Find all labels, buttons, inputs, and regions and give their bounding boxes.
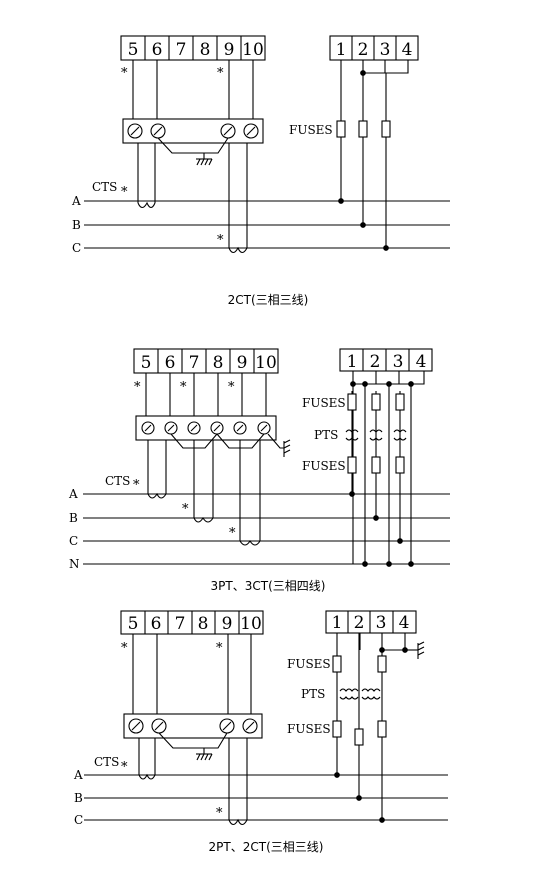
phase-b-label: B <box>72 218 81 232</box>
terminal-9: 9 <box>237 353 248 373</box>
terminal-4: 4 <box>402 40 413 60</box>
polarity-mark: * <box>121 66 128 81</box>
terminal-6: 6 <box>152 40 163 60</box>
terminal-5: 5 <box>141 353 152 373</box>
terminal-7: 7 <box>176 40 187 60</box>
polarity-mark: * <box>182 502 189 517</box>
terminal-10: 10 <box>242 40 264 60</box>
fuses-label: FUSES <box>287 722 331 736</box>
phase-c-label: C <box>74 813 83 827</box>
terminal-7: 7 <box>175 614 186 634</box>
phase-a-label: A <box>71 194 81 208</box>
pts-label: PTS <box>301 687 325 701</box>
phase-b-label: B <box>69 511 78 525</box>
caption-3pt-3ct: 3PT、3CT(三相四线) <box>211 579 326 593</box>
pt-coils-3 <box>345 429 407 441</box>
phase-a-label: A <box>73 768 83 782</box>
cts-label: CTS <box>105 474 130 488</box>
terminal-7: 7 <box>189 353 200 373</box>
diagram-3pt-3ct <box>83 348 450 567</box>
ground-symbol-2 <box>283 439 291 457</box>
voltage-terminal-block <box>339 348 433 372</box>
polarity-mark: * <box>133 478 140 493</box>
pts-label: PTS <box>314 428 338 442</box>
cts-label: CTS <box>94 755 119 769</box>
terminal-5: 5 <box>128 614 139 634</box>
screw-block <box>123 713 263 739</box>
terminal-10: 10 <box>255 353 277 373</box>
polarity-mark: * <box>121 760 128 775</box>
phase-n-label: N <box>69 557 80 571</box>
terminal-8: 8 <box>213 353 224 373</box>
fuses-label: FUSES <box>302 459 346 473</box>
terminal-4: 4 <box>416 352 427 372</box>
polarity-mark: * <box>121 185 128 200</box>
terminal-1: 1 <box>347 352 358 372</box>
meter-terminal-block <box>120 610 264 635</box>
terminal-6: 6 <box>165 353 176 373</box>
polarity-mark: * <box>134 380 141 395</box>
ground-symbol-4 <box>417 641 425 659</box>
polarity-mark: * <box>217 66 224 81</box>
fuses-label: FUSES <box>287 657 331 671</box>
polarity-mark: * <box>121 641 128 656</box>
voltage-terminal-block <box>325 610 417 634</box>
phase-a-label: A <box>68 487 78 501</box>
terminal-9: 9 <box>222 614 233 634</box>
terminal-3: 3 <box>376 613 387 633</box>
phase-c-label: C <box>72 241 81 255</box>
ground-symbol-1 <box>196 153 213 166</box>
pt-coils-2 <box>339 688 381 700</box>
diagram-2pt-2ct <box>84 610 448 826</box>
terminal-1: 1 <box>336 40 347 60</box>
voltage-terminal-block <box>329 35 419 61</box>
terminal-5: 5 <box>128 40 139 60</box>
caption-2pt-2ct: 2PT、2CT(三相三线) <box>209 840 324 854</box>
phase-c-label: C <box>69 534 78 548</box>
meter-terminal-block <box>120 35 266 61</box>
terminal-9: 9 <box>224 40 235 60</box>
terminal-8: 8 <box>198 614 209 634</box>
fuses-label: FUSES <box>302 396 346 410</box>
polarity-mark: * <box>180 380 187 395</box>
fuses-label: FUSES <box>289 123 333 137</box>
polarity-mark: * <box>217 233 224 248</box>
terminal-6: 6 <box>151 614 162 634</box>
screw-block <box>135 415 277 441</box>
terminal-2: 2 <box>354 613 365 633</box>
cts-label: CTS <box>92 180 117 194</box>
terminal-8: 8 <box>200 40 211 60</box>
polarity-mark: * <box>216 641 223 656</box>
terminal-2: 2 <box>370 352 381 372</box>
polarity-mark: * <box>216 806 223 821</box>
meter-terminal-block <box>133 348 279 374</box>
phase-b-label: B <box>74 791 83 805</box>
terminal-3: 3 <box>393 352 404 372</box>
terminal-3: 3 <box>380 40 391 60</box>
terminal-10: 10 <box>240 614 262 634</box>
ground-symbol-3 <box>196 748 213 761</box>
diagram-2ct <box>84 35 450 254</box>
terminal-4: 4 <box>399 613 410 633</box>
polarity-mark: * <box>228 380 235 395</box>
caption-2ct: 2CT(三相三线) <box>228 293 309 307</box>
screw-block <box>122 118 264 144</box>
terminal-1: 1 <box>332 613 343 633</box>
polarity-mark: * <box>229 526 236 541</box>
terminal-2: 2 <box>358 40 369 60</box>
